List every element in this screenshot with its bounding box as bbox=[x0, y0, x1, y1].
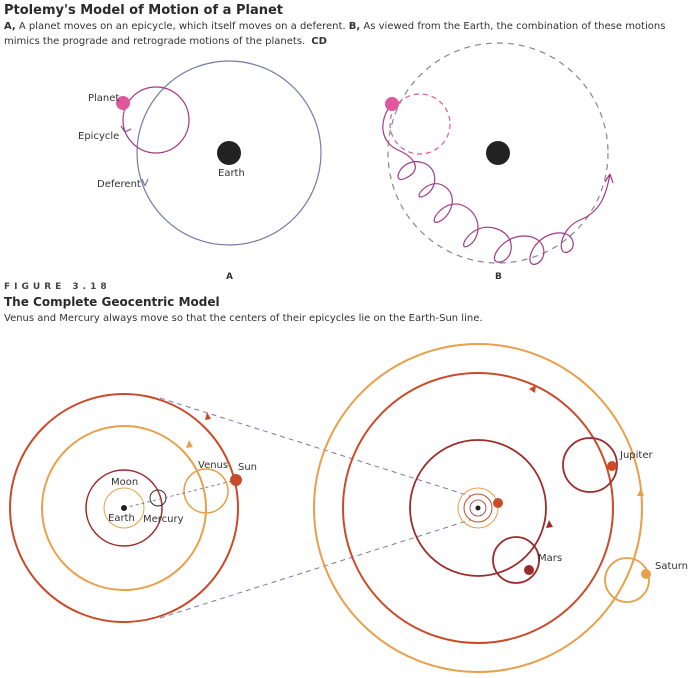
figure-2-caption: Venus and Mercury always move so that th… bbox=[4, 313, 483, 324]
jupiter-orbit-arrow bbox=[529, 385, 536, 393]
deferent-circle bbox=[136, 60, 322, 246]
epicycle-dashed bbox=[389, 93, 451, 155]
panel-a: Planet Epicycle Deferent Earth A bbox=[78, 60, 322, 282]
venus-arrow bbox=[186, 440, 193, 448]
figure-number: FIGURE 3.18 bbox=[4, 282, 111, 292]
panel-b: B bbox=[382, 42, 614, 282]
saturn-label: Saturn bbox=[655, 561, 688, 572]
venus-label: Venus bbox=[198, 460, 228, 471]
caption-a-letter: A, bbox=[4, 21, 16, 32]
deferent-arrow bbox=[141, 178, 149, 187]
earth-sun-line bbox=[123, 479, 237, 509]
retrograde-arrow bbox=[604, 173, 614, 184]
earth-center bbox=[475, 505, 481, 511]
saturn-epicycle bbox=[604, 557, 650, 603]
saturn-dot bbox=[641, 569, 651, 579]
planet-dot-b bbox=[385, 97, 399, 111]
moon-label: Moon bbox=[111, 477, 138, 488]
earth-dot-b bbox=[486, 141, 510, 165]
mercury-label: Mercury bbox=[143, 514, 184, 525]
mars-epicycle bbox=[492, 536, 540, 584]
outer-model: Jupiter Mars Saturn bbox=[313, 343, 688, 673]
venus-epicycle bbox=[183, 468, 229, 514]
moon-orbit bbox=[103, 487, 145, 529]
epicycle-label: Epicycle bbox=[78, 131, 119, 142]
sun-small-orbit-3 bbox=[469, 499, 487, 517]
sun-small-orbit-2 bbox=[463, 493, 493, 523]
earth-dot bbox=[217, 141, 241, 165]
figure-caption: A, A planet moves on an epicycle, which … bbox=[4, 19, 696, 49]
figure-2-title: The Complete Geocentric Model bbox=[4, 295, 220, 309]
deferent-label: Deferent bbox=[97, 179, 141, 190]
caption-a-text: A planet moves on an epicycle, which its… bbox=[15, 21, 349, 32]
retrograde-path bbox=[382, 103, 611, 265]
mars-label: Mars bbox=[538, 553, 562, 564]
venus-orbit bbox=[41, 425, 207, 591]
figure-title: Ptolemy's Model of Motion of a Planet bbox=[4, 3, 283, 18]
epicycle-arrow bbox=[120, 125, 132, 133]
mercury-orbit bbox=[85, 469, 163, 547]
earth-label: Earth bbox=[218, 168, 245, 179]
inner-model: Moon Earth Mercury Venus Sun bbox=[9, 393, 257, 623]
jupiter-label: Jupiter bbox=[619, 450, 653, 461]
jupiter-epicycle bbox=[562, 437, 618, 493]
saturn-orbit bbox=[313, 343, 643, 673]
mars-dot bbox=[524, 565, 534, 575]
saturn-orbit-arrow bbox=[637, 488, 644, 496]
jupiter-orbit bbox=[342, 372, 614, 644]
jupiter-dot bbox=[607, 461, 617, 471]
caption-b-text: As viewed from the Earth, the combinatio… bbox=[4, 21, 666, 47]
mars-orbit-arrow bbox=[546, 520, 553, 528]
caption-cd: CD bbox=[311, 36, 327, 47]
projection-line-bottom bbox=[159, 519, 471, 619]
sun-outer bbox=[493, 498, 503, 508]
panel-a-label: A bbox=[226, 272, 233, 282]
caption-b-letter: B, bbox=[348, 21, 361, 32]
planet-dot bbox=[116, 96, 130, 110]
projection-line-top bbox=[159, 397, 471, 497]
earth-inner-label: Earth bbox=[108, 513, 135, 524]
earth-inner bbox=[121, 505, 127, 511]
sun-orbit bbox=[9, 393, 239, 623]
sun-inner bbox=[230, 474, 242, 486]
epicycle-circle bbox=[122, 86, 190, 154]
sun-label: Sun bbox=[238, 462, 257, 473]
planet-label: Planet bbox=[88, 93, 119, 104]
orbit-arrow bbox=[205, 412, 211, 420]
mars-orbit bbox=[409, 439, 547, 577]
deferent-dashed bbox=[387, 42, 609, 264]
panel-b-label: B bbox=[495, 272, 502, 282]
mercury-epicycle bbox=[149, 489, 167, 507]
